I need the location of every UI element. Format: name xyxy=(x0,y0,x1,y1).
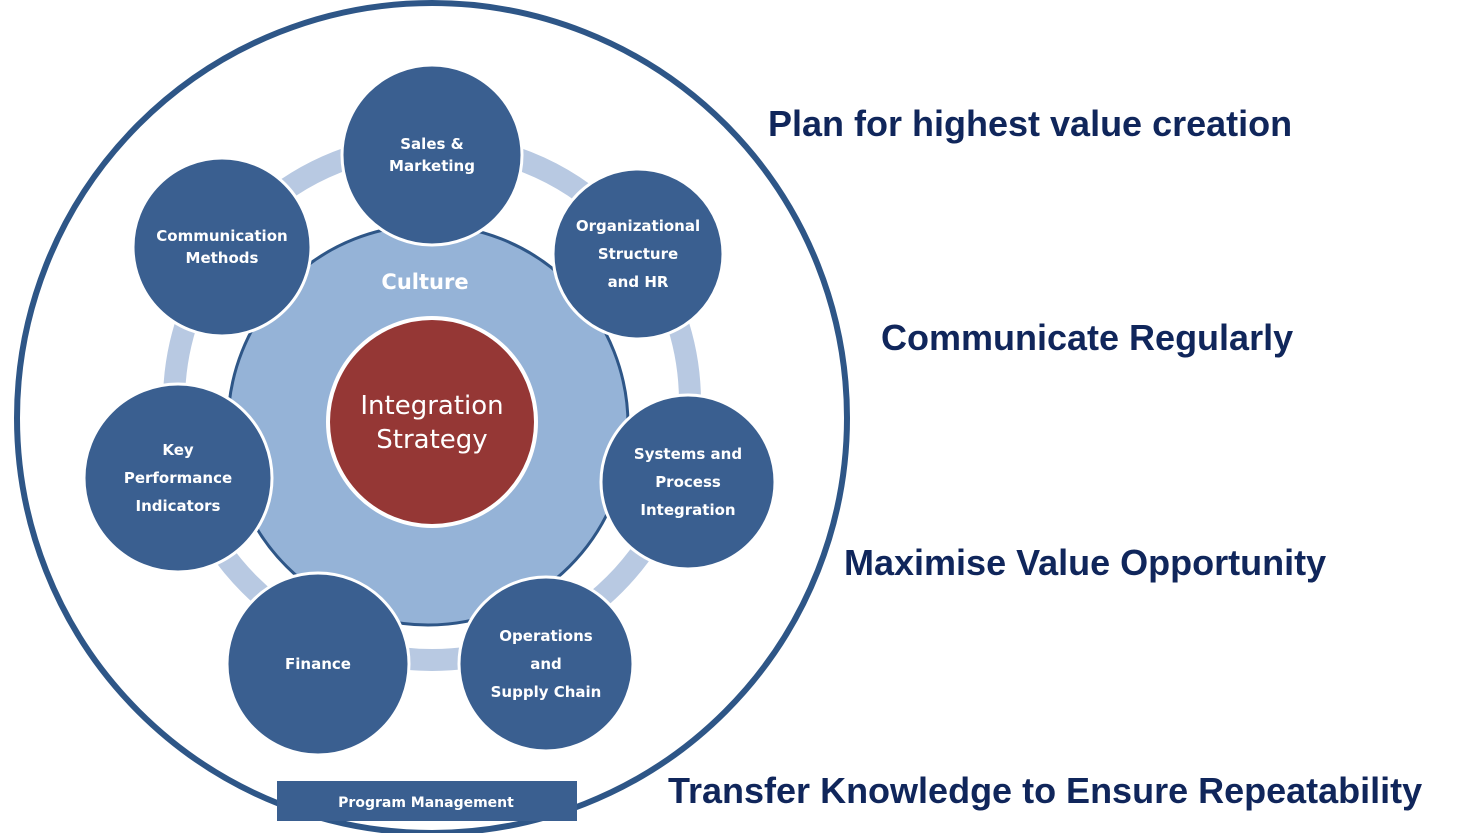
node-label-line: Methods xyxy=(186,249,259,267)
culture-label: Culture xyxy=(381,270,468,294)
node-circle xyxy=(225,571,411,757)
program-management-bar: Program Management xyxy=(277,781,577,821)
principle-transfer: Transfer Knowledge to Ensure Repeatabili… xyxy=(668,770,1423,811)
node-circle xyxy=(131,156,313,338)
node-circle xyxy=(599,393,777,571)
node-label-line: and HR xyxy=(608,273,669,291)
node-finance: Finance xyxy=(225,571,411,757)
node-label-line: Marketing xyxy=(389,157,475,175)
node-label-line: Process xyxy=(655,473,721,491)
node-label-line: Organizational xyxy=(576,217,700,235)
node-circle xyxy=(82,382,274,574)
node-circle xyxy=(551,167,725,341)
node-label-line: Sales & xyxy=(400,135,463,153)
node-label-line: Indicators xyxy=(136,497,221,515)
program-management-label: Program Management xyxy=(338,795,514,811)
integration-strategy-core xyxy=(326,316,538,528)
core-label-line: Integration xyxy=(360,391,503,421)
node-label-line: Supply Chain xyxy=(491,683,602,701)
node-label-line: Communication xyxy=(156,227,287,245)
node-sales-marketing: Sales & Marketing xyxy=(340,63,524,247)
core-label-line: Strategy xyxy=(376,425,487,455)
node-label-line: and xyxy=(530,655,562,673)
principle-maximise: Maximise Value Opportunity xyxy=(844,542,1327,583)
node-label-line: Operations xyxy=(499,627,592,645)
principle-plan: Plan for highest value creation xyxy=(768,103,1293,144)
principle-communicate: Communicate Regularly xyxy=(881,317,1294,358)
node-label-line: Structure xyxy=(598,245,678,263)
node-label-line: Integration xyxy=(640,501,735,519)
node-circle xyxy=(457,575,635,753)
node-label-line: Finance xyxy=(285,655,351,673)
node-label-line: Performance xyxy=(124,469,232,487)
node-circle xyxy=(340,63,524,247)
node-label-line: Systems and xyxy=(634,445,742,463)
node-label-line: Key xyxy=(162,441,194,459)
